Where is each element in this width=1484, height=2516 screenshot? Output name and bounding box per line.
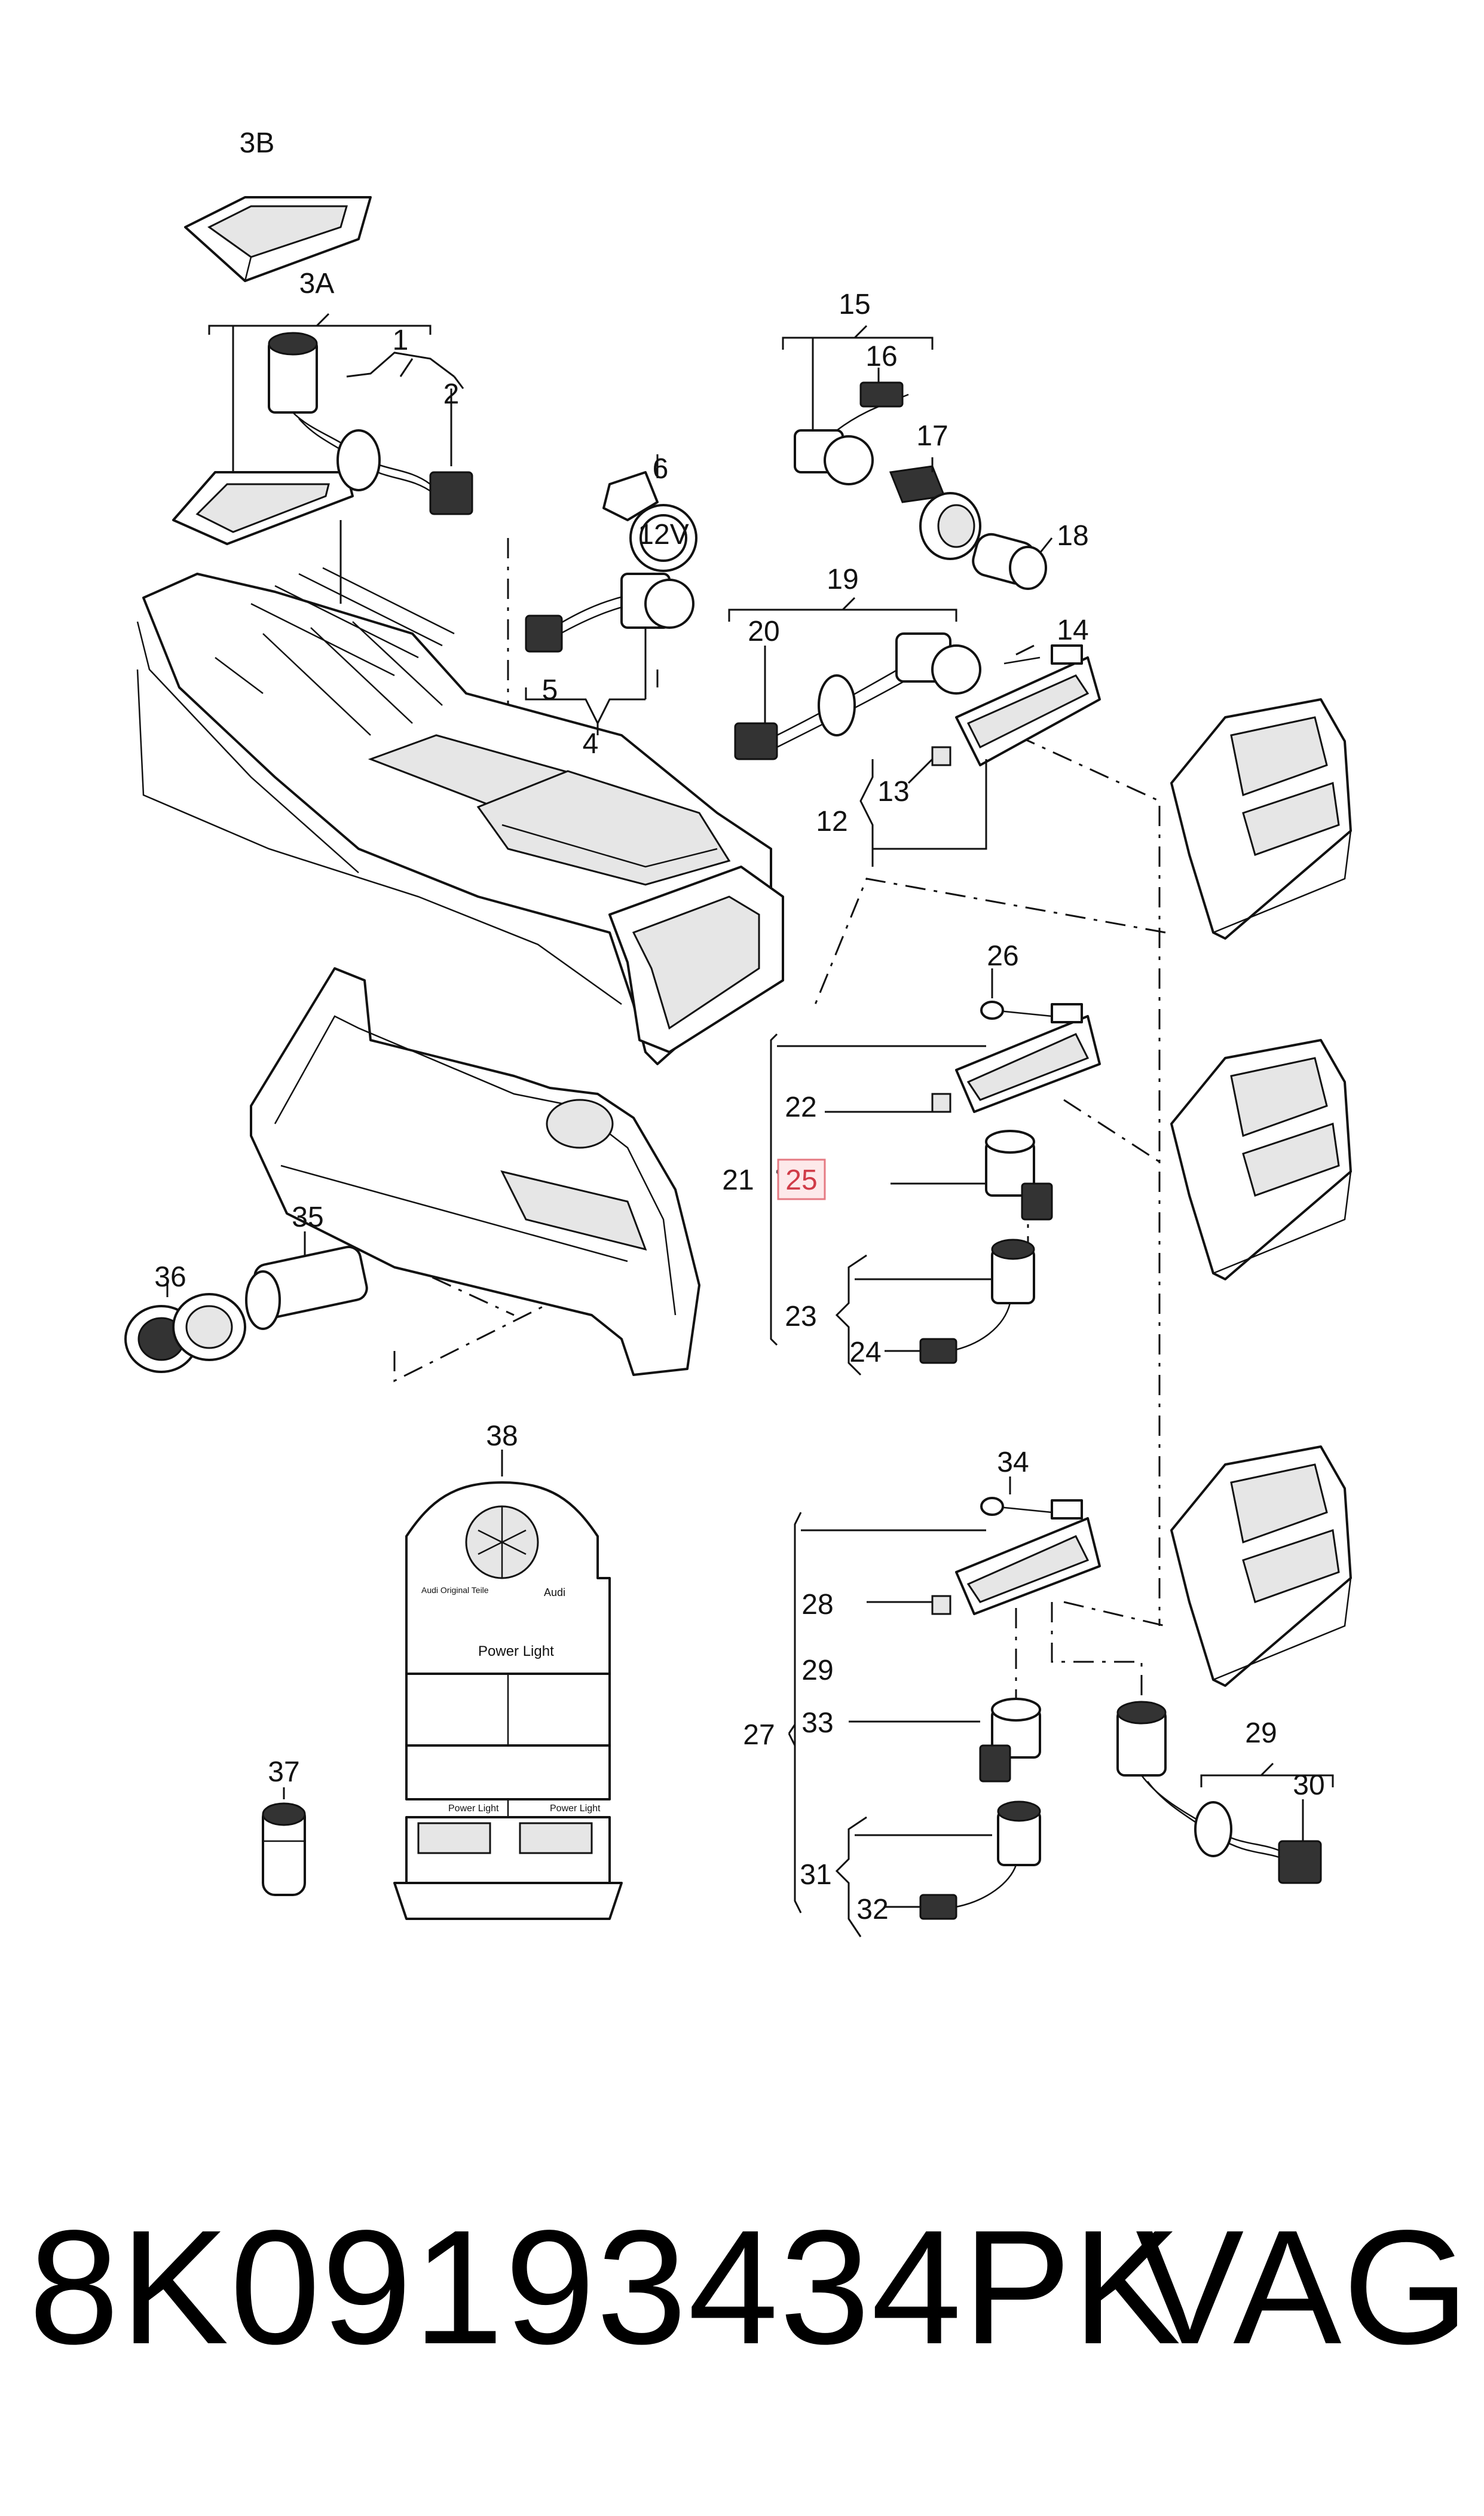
callout-16: 16 [865, 341, 897, 372]
group-27 [788, 1497, 1101, 1937]
callout-38: 38 [486, 1420, 518, 1452]
callout-37: 37 [268, 1756, 299, 1788]
part-5-harness [525, 573, 694, 735]
callout-25: 25 [785, 1164, 817, 1196]
console-ribs [215, 567, 455, 736]
part-19-20-harness [728, 597, 981, 760]
callout-32: 32 [856, 1894, 888, 1925]
callout-30: 30 [1293, 1769, 1324, 1801]
callout-labels: 3B 3A 1 2 6 5 4 15 16 17 18 19 20 14 13 … [154, 127, 1324, 1925]
callout-33: 33 [801, 1707, 833, 1739]
part-17-holder [889, 457, 981, 560]
callout-23: 23 [785, 1301, 816, 1332]
leader-lines [656, 644, 1035, 1494]
callout-5: 5 [542, 674, 558, 706]
callout-14: 14 [1057, 615, 1088, 646]
callout-2: 2 [443, 378, 460, 410]
callout-1: 1 [393, 325, 409, 356]
callout-21: 21 [722, 1164, 754, 1196]
callout-6: 6 [653, 453, 669, 485]
display-box-38: Audi Original Teile Audi Power Light Pow… [393, 1450, 623, 1920]
callout-35: 35 [292, 1202, 323, 1233]
callout-25-highlight [777, 1158, 826, 1200]
callout-29-left: 29 [801, 1655, 833, 1686]
part-18-plug [972, 533, 1053, 590]
lower-trim-panel [250, 967, 700, 1376]
callout-3a: 3A [299, 268, 335, 299]
part-36-ring [124, 1279, 246, 1373]
callout-36: 36 [154, 1261, 186, 1293]
group-21 [770, 1001, 1101, 1376]
part-12-bracket [859, 759, 987, 867]
rear-vent-panel-middle [1170, 1039, 1352, 1280]
display-box-product-label-right: Power Light [550, 1803, 601, 1814]
callout-26: 26 [987, 940, 1018, 972]
callout-3b: 3B [240, 127, 275, 159]
center-console [136, 567, 784, 1065]
rear-vent-panel-bottom [1170, 1445, 1352, 1687]
callout-28: 28 [801, 1589, 833, 1621]
part-3b-tray [184, 196, 372, 282]
part-14-bezel [955, 644, 1101, 766]
brand-name: VAG [1136, 2196, 1471, 2378]
display-box-brand-small: Audi Original Teile [421, 1585, 489, 1595]
callout-34: 34 [997, 1447, 1029, 1478]
callout-19: 19 [827, 564, 858, 595]
display-box-logo-text: Audi [544, 1586, 565, 1598]
part-15-16-assembly [782, 325, 934, 485]
part-29-30-harness [1116, 1701, 1334, 1884]
part-6-socket: 12V [602, 454, 697, 572]
callout-20: 20 [748, 616, 779, 647]
callout-24: 24 [849, 1337, 881, 1368]
callout-4: 4 [583, 728, 599, 760]
part-37-plug [262, 1787, 306, 1896]
callout-22: 22 [785, 1092, 816, 1123]
callout-13: 13 [877, 776, 909, 808]
display-box-product-label-left: Power Light [448, 1803, 499, 1814]
part-number: 8K09193434PK [29, 2196, 1182, 2378]
callout-18: 18 [1057, 520, 1088, 552]
part-3a-socket-assembly [172, 313, 473, 604]
rear-vent-panel-top [1170, 698, 1352, 940]
callout-29-right: 29 [1245, 1717, 1277, 1749]
callout-12: 12 [816, 806, 847, 837]
socket-12v-label: 12V [638, 519, 689, 551]
part-35-socket [245, 1231, 368, 1330]
part-13-clip [907, 746, 951, 784]
dash-lines [358, 538, 1166, 1710]
display-box-title: Power Light [478, 1643, 554, 1659]
callout-17: 17 [916, 420, 948, 452]
callout-15: 15 [839, 289, 870, 320]
callout-27: 27 [743, 1719, 775, 1751]
callout-31: 31 [800, 1859, 831, 1891]
